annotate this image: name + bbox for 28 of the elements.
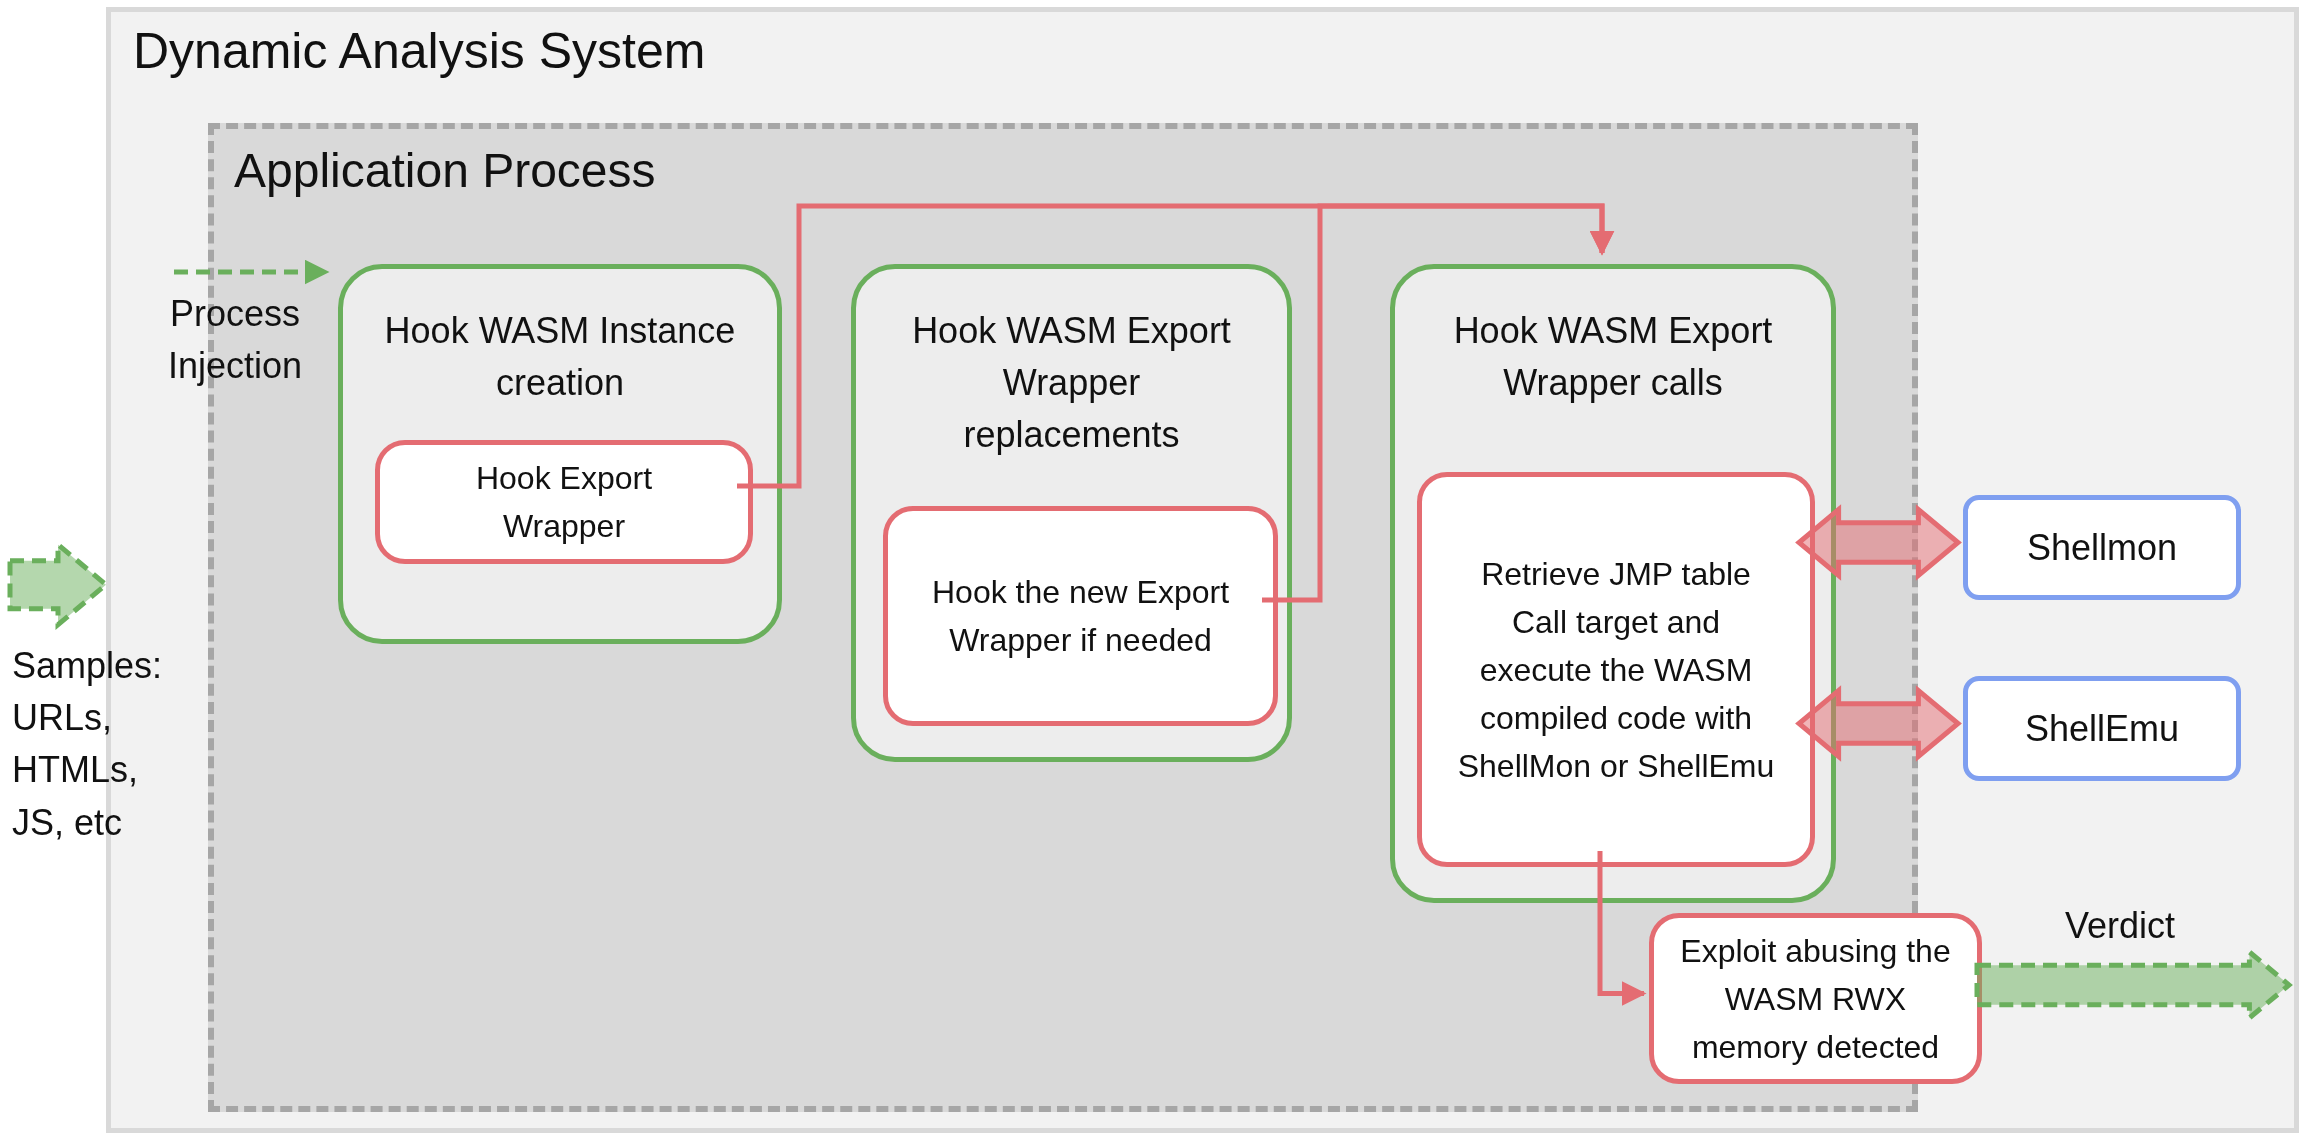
step-box	[375, 440, 753, 564]
hook-box	[338, 264, 782, 644]
tool-box	[1963, 495, 2241, 600]
arrow	[174, 259, 330, 285]
panel-title: Application Process	[234, 143, 657, 198]
box-label: Hook WASM Export Wrapper replacements	[911, 309, 1232, 458]
block-arrow	[1795, 685, 1962, 762]
arrow	[1597, 851, 1647, 1006]
box-label: Hook the new Export Wrapper if needed	[930, 573, 1230, 660]
tool-box	[1963, 676, 2241, 781]
step-box	[1417, 472, 1815, 867]
edge-label: Samples: URLs, HTMLs, JS, etc	[12, 644, 164, 845]
box-label: Hook WASM Instance creation	[383, 309, 737, 406]
edge-label: Process Injection	[166, 292, 304, 389]
box-label: Exploit abusing the WASM RWX memory detected	[1679, 931, 1952, 1067]
box-label: Hook WASM Export Wrapper calls	[1452, 309, 1774, 406]
box-label: Hook Export Wrapper	[474, 459, 654, 546]
step-box	[883, 506, 1278, 726]
step-box	[1649, 913, 1982, 1084]
box-label: ShellEmu	[2023, 707, 2181, 750]
block-arrow	[1795, 504, 1962, 581]
hook-box	[851, 264, 1292, 762]
edge-label: Verdict	[2063, 904, 2177, 948]
arrow	[1262, 203, 1615, 603]
hook-box	[1390, 264, 1836, 903]
box-label: Shellmon	[2025, 526, 2179, 569]
box-label: Retrieve JMP table Call target and execute the WASM compiled code with ShellMon or ShellEmu	[1456, 554, 1776, 786]
panel-title: Dynamic Analysis System	[133, 22, 707, 80]
